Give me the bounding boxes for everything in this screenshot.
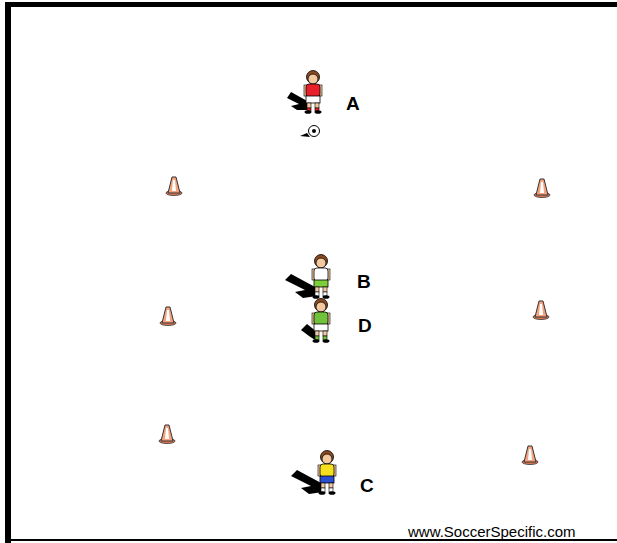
player-hair (315, 255, 328, 268)
player-shoe (305, 110, 312, 114)
player-face (322, 454, 332, 464)
player-leg (323, 287, 327, 292)
cone-stripe (539, 304, 543, 315)
player-shirt (320, 464, 334, 477)
player-face (316, 258, 326, 268)
player-shirt (306, 84, 320, 97)
frame-left (5, 2, 11, 543)
cone (534, 179, 550, 198)
player-hair (321, 451, 334, 464)
cone-stripe (540, 182, 544, 193)
player (291, 451, 336, 495)
player-shoe (319, 491, 326, 495)
player-shorts (320, 476, 334, 483)
player-leg (315, 103, 319, 108)
cone (533, 301, 549, 320)
cone (166, 177, 182, 196)
cone-stripe (172, 180, 176, 191)
player (301, 299, 330, 343)
watermark: www.SoccerSpecific.com (408, 524, 576, 539)
player-shorts (314, 280, 328, 287)
player (287, 71, 322, 114)
player-shoe (329, 491, 336, 495)
player-shoe (323, 295, 330, 299)
player-shorts (314, 324, 328, 331)
player-leg (323, 331, 327, 336)
player-letter: C (360, 476, 374, 495)
player-leg (329, 483, 333, 488)
frame-top (5, 2, 617, 7)
cone (160, 307, 176, 326)
player-letter: D (358, 316, 372, 335)
player-leg (321, 483, 325, 488)
ball-patch (312, 129, 316, 133)
cone (522, 446, 538, 465)
cone-stripe (166, 310, 170, 321)
ball-shadow (300, 133, 310, 137)
cone-body (168, 177, 180, 193)
player-shorts (306, 96, 320, 103)
cone-body (162, 307, 174, 323)
ball (309, 126, 320, 137)
cone-stripe (165, 428, 169, 439)
player-letter: A (346, 94, 360, 113)
player-leg (315, 331, 319, 336)
player-hair (307, 71, 320, 84)
player-hair (315, 299, 328, 312)
frame-bottom (5, 539, 617, 541)
player-shoe (323, 339, 330, 343)
player (285, 255, 330, 299)
player-face (308, 74, 318, 84)
cone-body (524, 446, 536, 462)
player-shoe (313, 295, 320, 299)
cone (159, 425, 175, 444)
player-letter: B (357, 272, 371, 291)
player-shoe (315, 110, 322, 114)
cone-stripe (528, 449, 532, 460)
player-leg (315, 287, 319, 292)
player-shoe (313, 339, 320, 343)
player-face (316, 302, 326, 312)
cone-body (536, 179, 548, 195)
player-shirt (314, 312, 328, 325)
player-leg (307, 103, 311, 108)
soccer-ball (300, 126, 320, 138)
player-shirt (314, 268, 328, 281)
cone-body (161, 425, 173, 441)
cone-body (535, 301, 547, 317)
